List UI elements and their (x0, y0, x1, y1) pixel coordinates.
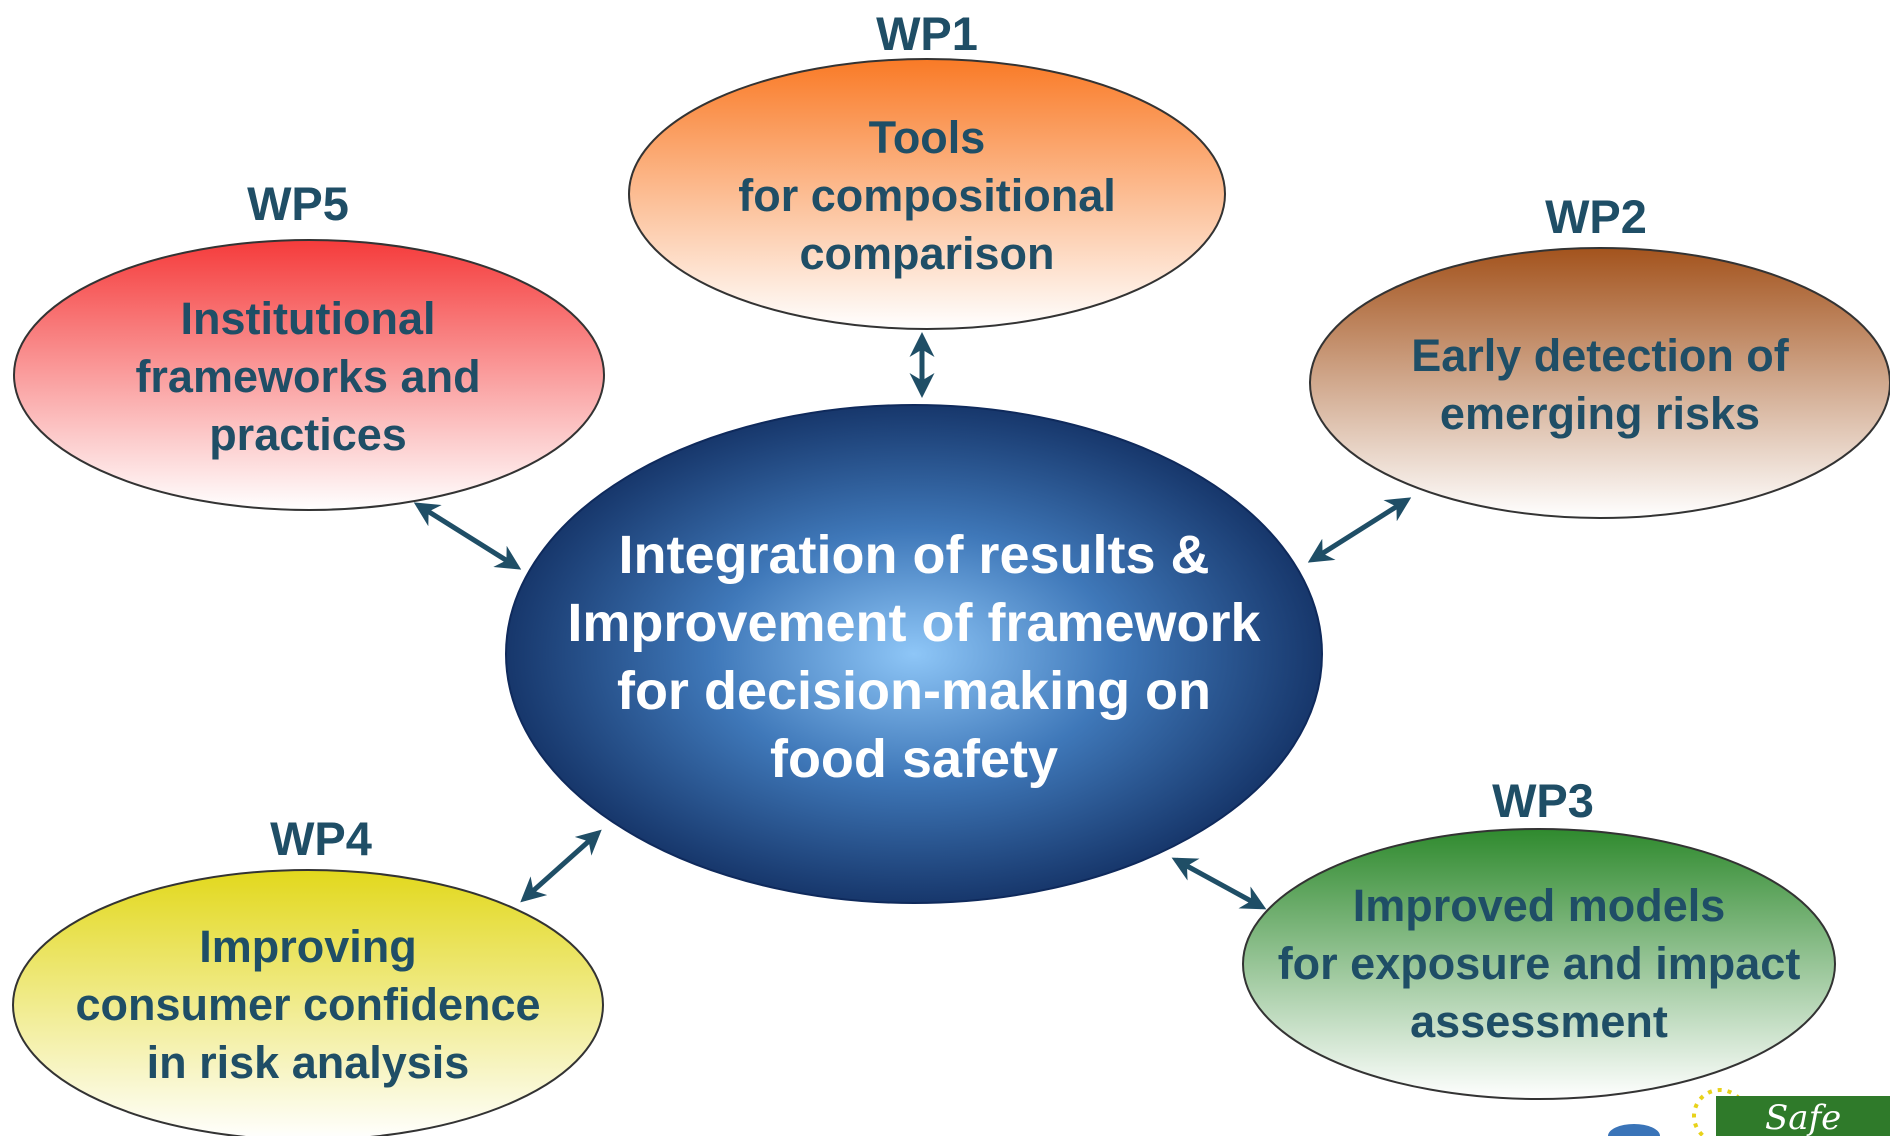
arrow-wp4-center (520, 829, 602, 903)
logo-text: Safe (1765, 1098, 1842, 1136)
wp5-ellipse (13, 239, 605, 511)
center-text: Integration of results & Improvement of … (567, 525, 1261, 789)
wp4-ellipse (12, 869, 604, 1136)
wp4-label: WP4 (270, 812, 372, 865)
wp3-ellipse (1242, 828, 1836, 1100)
wp2-ellipse (1309, 247, 1890, 519)
logo-green-box (1716, 1096, 1890, 1136)
arrow-wp3-center (1174, 860, 1259, 862)
wp3-label: WP3 (1492, 774, 1594, 827)
wp2-text: Early detection of emerging risks (1411, 330, 1789, 439)
wp3-text: Improved models for exposure and impact … (1277, 880, 1801, 1047)
logo (1608, 1088, 1890, 1136)
arrow-wp5-center (413, 502, 522, 570)
wp1-label: WP1 (876, 7, 978, 60)
wp1-text: Tools for compositional comparison (738, 112, 1116, 279)
arrow-wp3-center-line (1171, 857, 1267, 910)
wp5-text: Institutional frameworks and practices (135, 293, 481, 460)
wp1-ellipse (628, 58, 1226, 330)
logo-globe (1608, 1124, 1660, 1136)
wp4-text: Improving consumer confidence in risk an… (75, 921, 541, 1088)
wp2-label: WP2 (1545, 190, 1647, 243)
arrow-wp2-center (1307, 497, 1412, 563)
wp5-label: WP5 (247, 177, 349, 230)
center-ellipse (505, 404, 1323, 904)
